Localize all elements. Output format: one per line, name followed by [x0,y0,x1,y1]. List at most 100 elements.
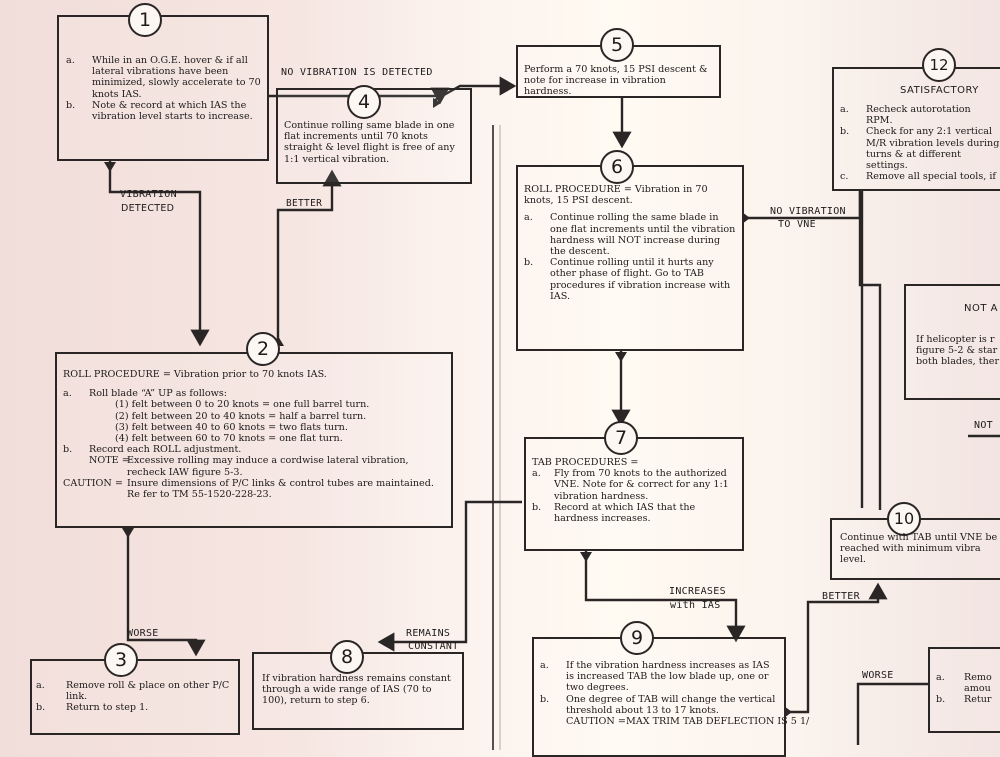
step-3-a: Remove roll & place on other P/C link. [66,680,230,703]
step-13-a-key: a. [936,672,945,683]
label-worse-left: WORSE [127,628,159,639]
step-6-title: ROLL PROCEDURE = Vibration in 70 knots, … [524,184,708,207]
step-12-c: Remove all special tools, if [866,171,996,183]
step-3-a-key: a. [36,680,45,691]
step-8-text: If vibration hardness remains constant t… [262,673,451,707]
step-4-number: 4 [347,85,381,119]
step-7-title: TAB PROCEDURES = [532,457,639,468]
step-7-text: TAB PROCEDURES = a. Fly from 70 knots to … [532,457,738,524]
step-2-box [55,352,453,528]
step-13-a: Remo amou [964,672,992,695]
arrow-7-to-9 [584,550,746,643]
step-10-text: Continue with TAB until VNE be reached w… [840,532,998,566]
step-13-b-key: b. [936,694,946,706]
step-11-box [904,284,1000,400]
step-6-text: ROLL PROCEDURE = Vibration in 70 knots, … [524,184,738,302]
label-constant: CONSTANT [408,641,459,652]
step-12-title: SATISFACTORY [900,85,979,96]
step-9-number: 9 [620,621,654,655]
step-11-text: If helicopter is r figure 5-2 & star bot… [916,334,1000,368]
step-2-a4: (4) felt between 60 to 70 knots = one fl… [115,433,343,445]
arrow-4-to-5 [434,76,517,102]
label-increases: INCREASES [669,586,726,597]
label-no-vibration-detected: NO VIBRATION IS DETECTED [281,67,433,78]
step-5-text: Perform a 70 knots, 15 PSI descent & not… [524,64,708,98]
step-7-number: 7 [604,421,638,455]
step-7-a: Fly from 70 knots to the authorized VNE.… [554,468,729,502]
arrow-2-to-3 [126,526,206,657]
step-12-number: 12 [922,48,956,82]
step-13-box [928,647,1000,733]
step-2-b: Record each ROLL adjustment. [89,444,242,456]
step-11-title: NOT A [964,303,998,314]
step-13-text: a. Remo amou b. Retur [936,672,1000,706]
step-6-a-key: a. [524,212,533,224]
step-12-a: Recheck autorotation RPM. [866,104,971,127]
step-3-b-key: b. [36,702,46,714]
step-3-text: a. Remove roll & place on other P/C link.… [36,680,232,714]
step-12-b: Check for any 2:1 vertical M/R vibration… [866,126,1000,172]
step-3-b: Return to step 1. [66,702,149,714]
step-6-a: Continue rolling the same blade in one f… [550,212,736,258]
step-1-a-key: a. [66,55,75,66]
step-9-b: One degree of TAB will change the vertic… [566,693,776,716]
arrow-2-to-4 [276,169,342,344]
step-9-a: If the vibration hardness increases as I… [566,660,770,694]
step-6-b: Continue rolling until it hurts any othe… [550,257,731,302]
step-3-number: 3 [104,643,138,677]
step-9-box [532,637,786,757]
step-7-b-key: b. [532,501,542,513]
line-9-right [784,582,888,714]
step-12-box [832,67,1000,191]
step-7-a-key: a. [532,468,541,480]
step-2-a-key: a. [63,388,72,400]
step-9-text: a. If the vibration hardness increases as… [540,660,809,728]
step-2-text: ROLL PROCEDURE = Vibration prior to 70 k… [63,369,447,500]
step-1-number: 1 [128,3,162,37]
step-3-box [30,659,240,735]
label-better-left: BETTER [286,198,323,209]
step-6-b-key: b. [524,257,534,269]
arrow-7-to-8 [377,500,522,652]
line-right-trunk [858,190,882,510]
step-1-b: Note & record at which IAS the vibration… [92,99,253,123]
label-no-vibration-vne-2: TO VNE [778,219,816,230]
label-not-right: NOT [974,420,993,431]
step-2-a2: (2) felt between 20 to 40 knots = half a… [115,410,367,422]
arrow-1-to-2 [108,160,210,347]
step-2-b-key: b. [63,444,73,456]
step-2-note-key: NOTE = [89,455,130,467]
step-7-b: Record at which IAS that the hardness in… [554,501,696,525]
step-10-number: 10 [887,502,921,536]
step-12-c-key: c. [840,171,849,183]
step-12-a-key: a. [840,104,849,115]
step-9-caution-key: CAUTION = [566,716,626,728]
label-no-vibration-vne-1: NO VIBRATION [770,206,846,217]
label-detected: DETECTED [121,203,175,214]
step-9-b-key: b. [540,693,550,705]
step-12-text: a. Recheck autorotation RPM. b. Check for … [840,104,1000,182]
step-5-number: 5 [600,28,634,62]
step-9-a-key: a. [540,660,549,671]
label-better-right: BETTER [822,591,860,602]
step-8-number: 8 [330,640,364,674]
step-2-number: 2 [246,332,280,366]
label-vibration: VIBRATION [120,189,177,200]
step-1-box [57,15,269,161]
step-2-caution-key: CAUTION = [63,477,123,489]
label-remains: REMAINS [406,628,451,639]
step-1-a: While in an O.G.E. hover & if all latera… [92,55,261,100]
step-2-a1: (1) felt between 0 to 20 knots = one ful… [115,399,370,411]
step-2-title: ROLL PROCEDURE = Vibration prior to 70 k… [63,369,327,380]
step-1-text: a. While in an O.G.E. hover & if all late… [66,55,262,122]
step-13-b: Retur [964,694,992,706]
step-2-caution: Insure dimensions of P/C links & control… [127,477,434,501]
step-2-a3: (3) felt between 40 to 60 knots = two fl… [115,421,348,433]
step-9-caution: MAX TRIM TAB DEFLECTION IS 5 1/ [626,716,810,728]
step-7-box [524,437,744,551]
step-6-number: 6 [600,150,634,184]
label-with-ias: with IAS [670,600,721,611]
step-12-b-key: b. [840,126,850,138]
label-worse-right: WORSE [862,670,894,681]
